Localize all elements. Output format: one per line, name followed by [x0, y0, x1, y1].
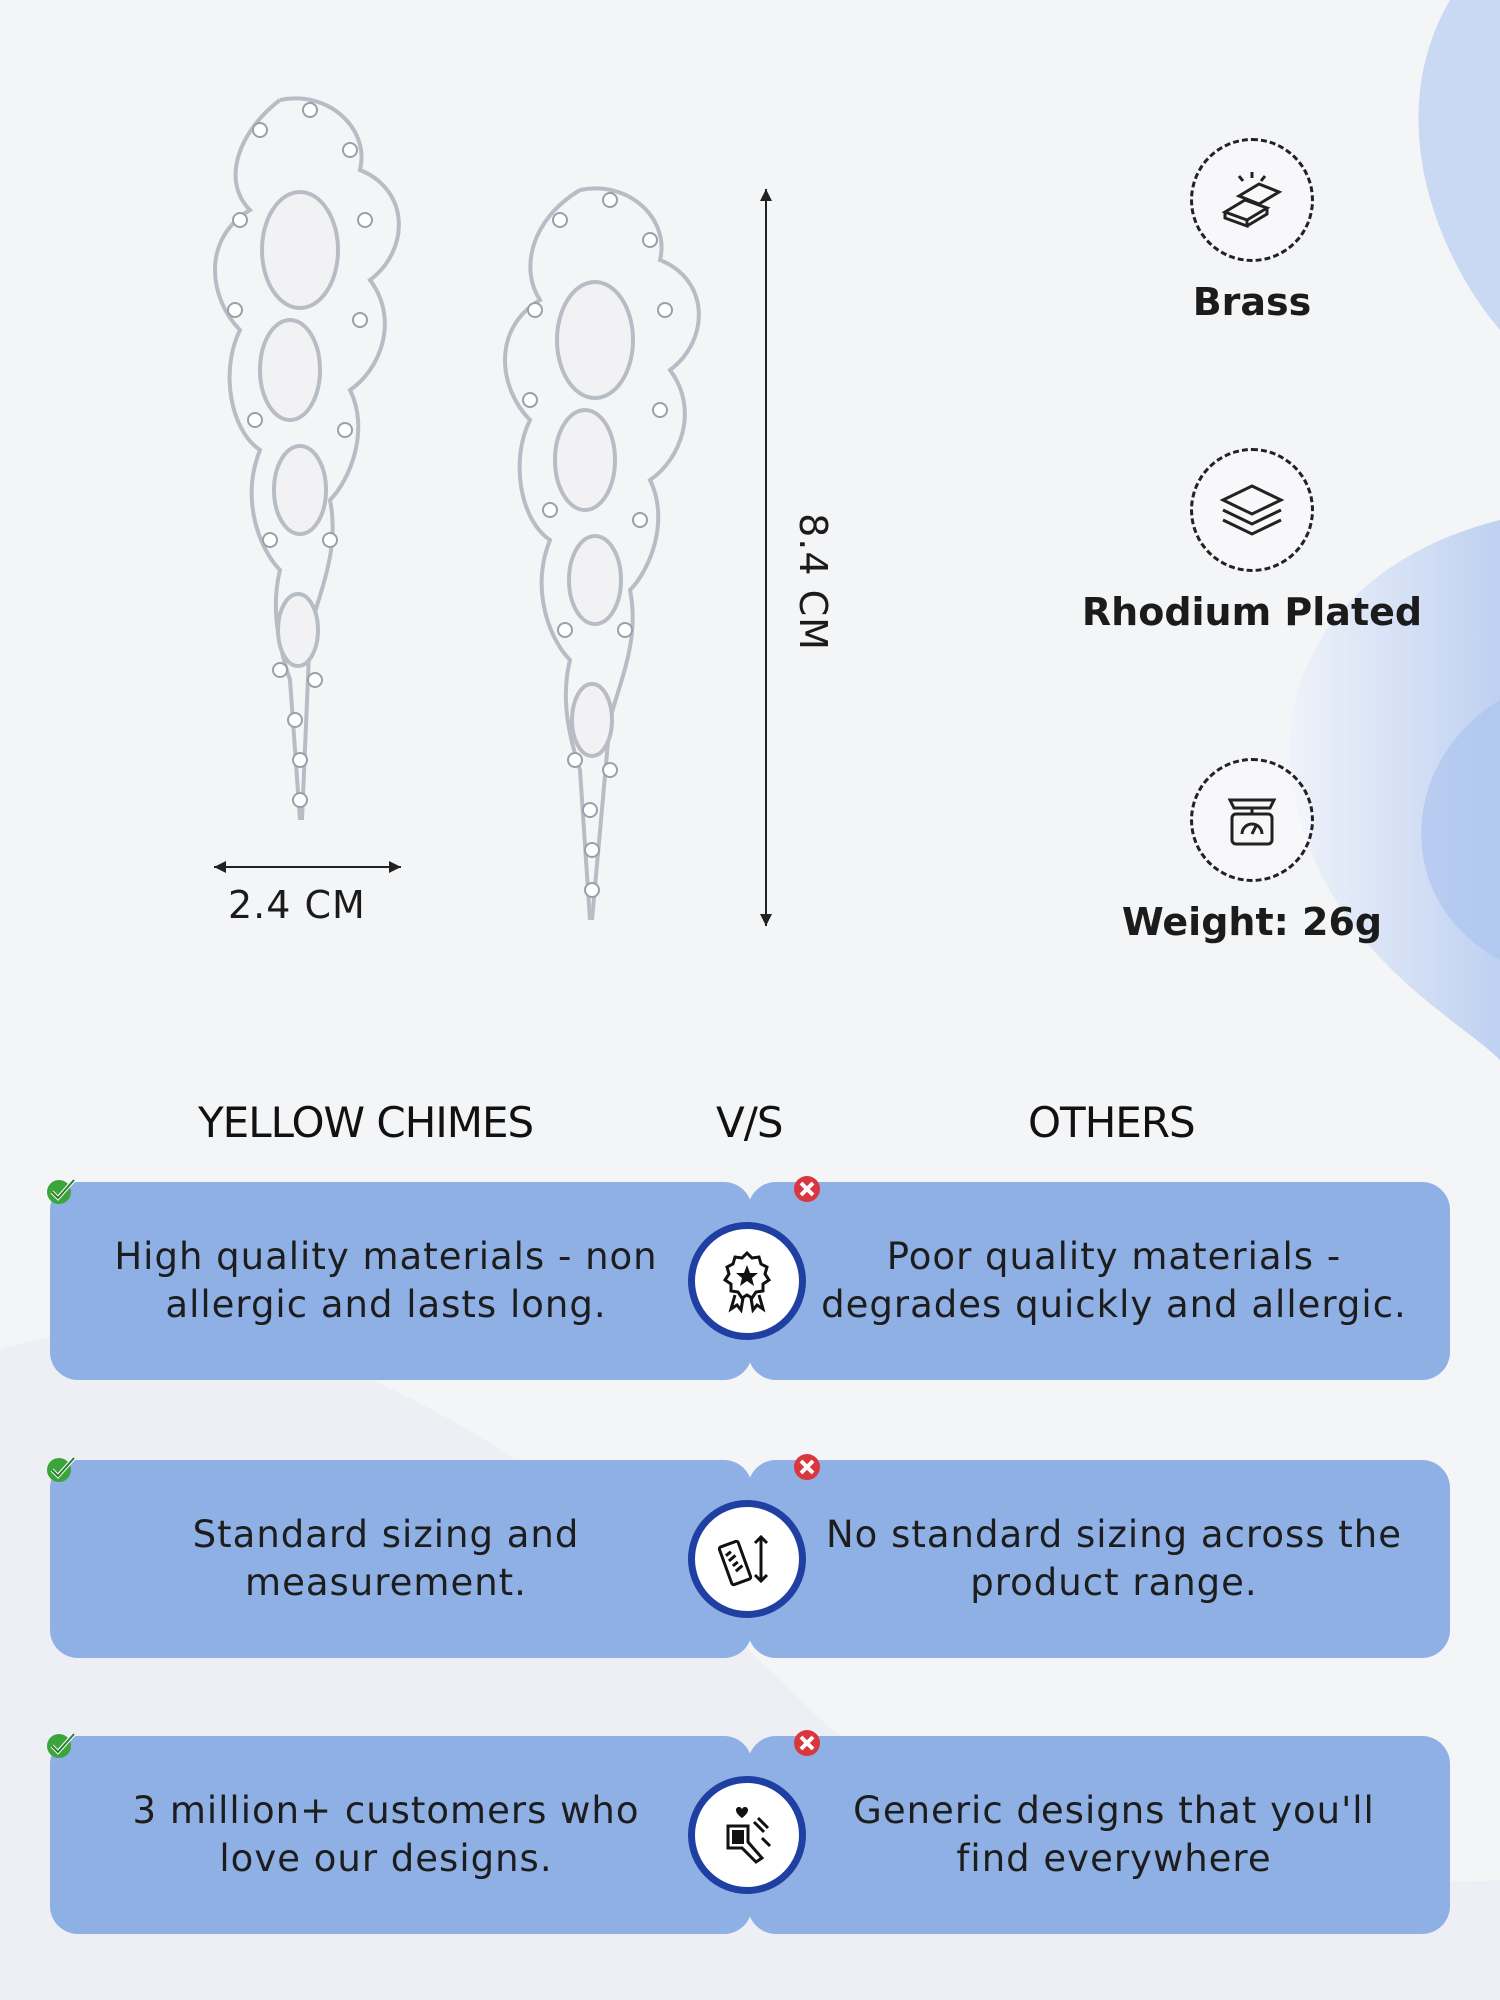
feature-label: Rhodium Plated	[1081, 590, 1423, 634]
earrings-image	[213, 96, 701, 921]
scale-icon	[1190, 758, 1314, 882]
width-arrow	[214, 861, 401, 873]
feature-weight: Weight: 26g	[1062, 758, 1442, 944]
vs-heading: V/S	[716, 1098, 784, 1147]
customers-love-icon	[688, 1776, 806, 1894]
height-arrow	[760, 189, 772, 926]
others-card: No standard sizing across the product ra…	[748, 1460, 1450, 1658]
feature-brass: Brass	[1062, 138, 1442, 324]
ruler-measure-icon	[688, 1500, 806, 1618]
width-label: 2.4 CM	[228, 883, 366, 927]
others-card: Poor quality materials - degrades quickl…	[748, 1182, 1450, 1380]
feature-label: Brass	[1192, 280, 1312, 324]
right-earring	[503, 186, 701, 921]
check-icon	[47, 1178, 76, 1204]
layers-icon	[1190, 448, 1314, 572]
cross-icon	[794, 1454, 820, 1480]
brand-heading: YELLOW CHIMES	[198, 1098, 534, 1147]
check-icon	[47, 1456, 76, 1482]
height-label: 8.4 CM	[791, 513, 835, 651]
brand-card: Standard sizing and measurement.	[50, 1460, 752, 1658]
check-icon	[47, 1732, 76, 1758]
brass-bars-icon	[1190, 138, 1314, 262]
feature-rhodium: Rhodium Plated	[1062, 448, 1442, 634]
cross-icon	[794, 1176, 820, 1202]
left-earring-stones	[227, 102, 373, 808]
right-earring-stones	[522, 192, 673, 898]
quality-badge-icon	[688, 1222, 806, 1340]
brand-card: High quality materials - non allergic an…	[50, 1182, 752, 1380]
others-card: Generic designs that you'll find everywh…	[748, 1736, 1450, 1934]
brand-card: 3 million+ customers who love our design…	[50, 1736, 752, 1934]
feature-label: Weight: 26g	[1121, 900, 1383, 944]
others-heading: OTHERS	[1028, 1098, 1196, 1147]
left-earring	[213, 96, 401, 821]
cross-icon	[794, 1730, 820, 1756]
